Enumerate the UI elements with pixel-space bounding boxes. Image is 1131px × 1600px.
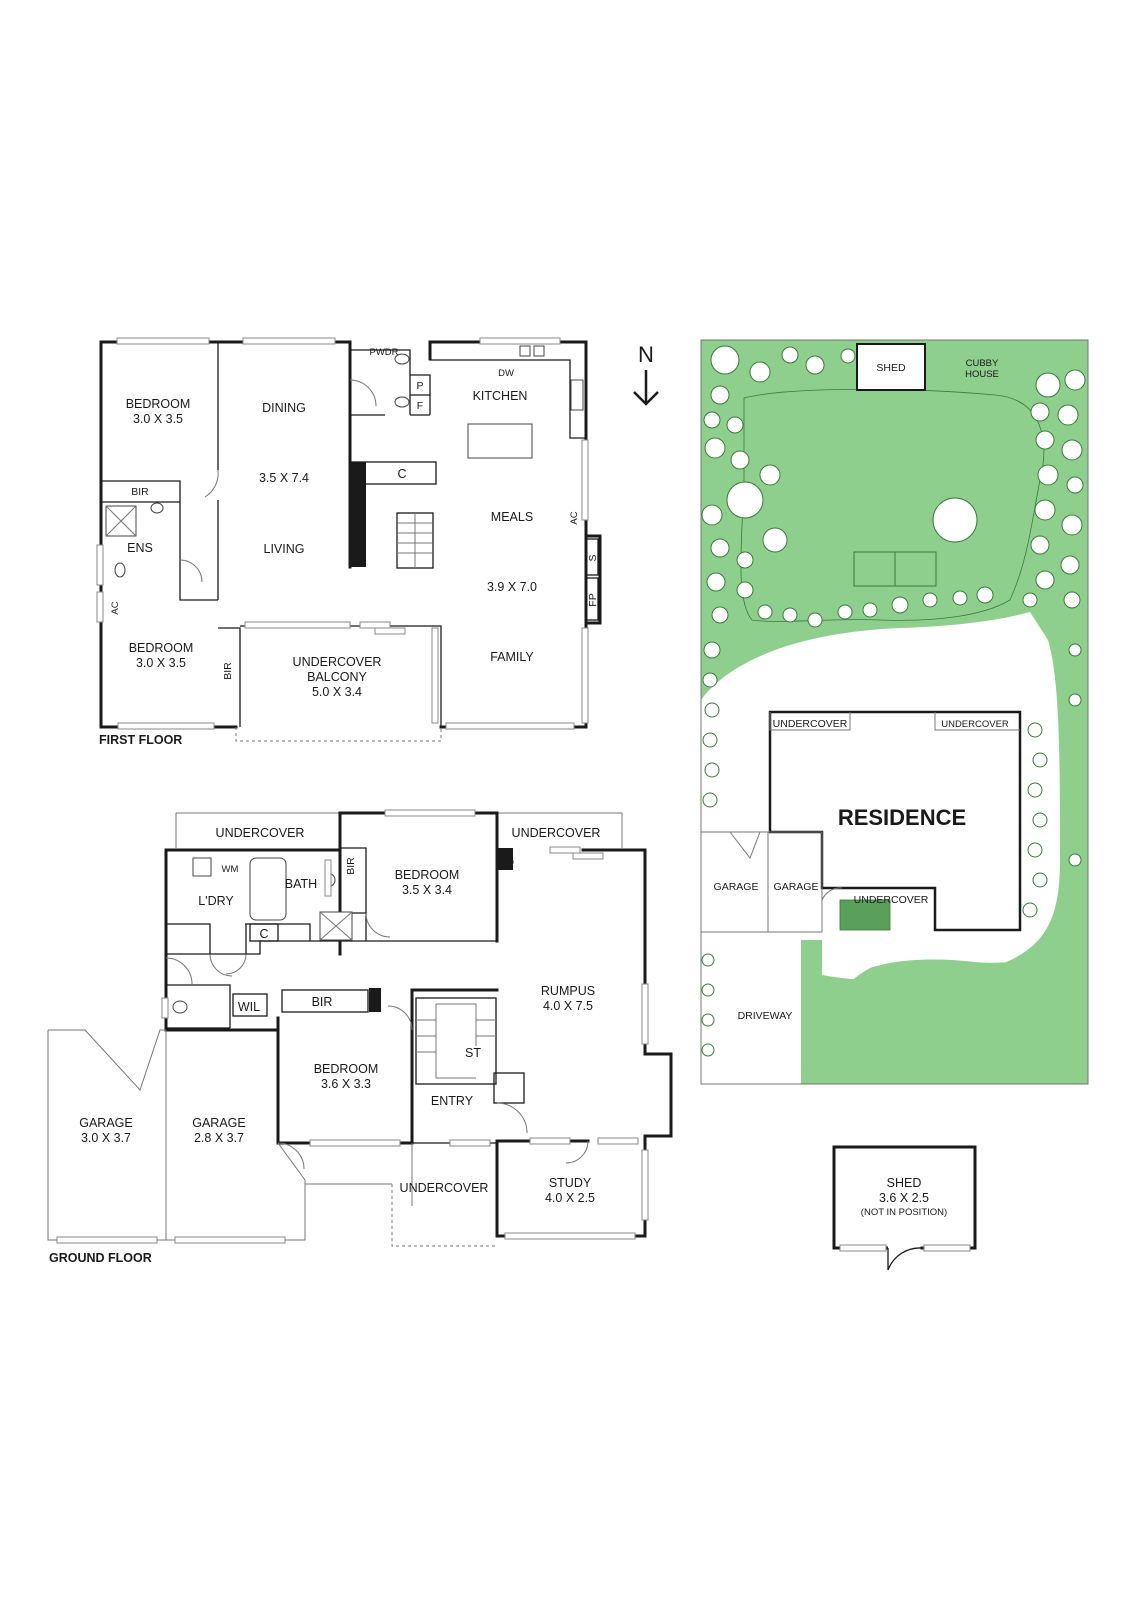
ff-bir1-label: BIR — [131, 486, 149, 498]
ff-living-size: 3.5 X 7.4 — [259, 471, 309, 485]
ff-bedroom2-label: BEDROOM — [129, 641, 194, 655]
ff-pwdr-label: PWDR — [369, 347, 398, 358]
gf-rumpus-label: RUMPUS — [541, 984, 595, 998]
gf-bir1-label: BIR — [345, 857, 357, 875]
site-driveway-label: DRIVEWAY — [738, 1010, 793, 1022]
ff-balcony-line1: UNDERCOVER — [293, 655, 382, 669]
site-cubby-line2: HOUSE — [965, 369, 999, 380]
ff-ac2-label: AC — [569, 511, 580, 524]
ff-dining-label: DINING — [262, 401, 306, 415]
site-garage-right: GARAGE — [774, 881, 819, 893]
gf-study-label: STUDY — [549, 1176, 592, 1190]
gf-c-label: C — [259, 927, 268, 941]
site-labels: SHED CUBBY HOUSE UNDERCOVER UNDERCOVER R… — [714, 358, 1009, 1022]
gf-garage2-label: GARAGE — [192, 1116, 246, 1130]
gf-garage2-size: 2.8 X 3.7 — [194, 1131, 244, 1145]
gf-bedroom2-label: BEDROOM — [314, 1062, 379, 1076]
site-cubby-line1: CUBBY — [966, 358, 999, 369]
ff-title: FIRST FLOOR — [99, 733, 182, 747]
ff-c-label: C — [397, 467, 406, 481]
ff-ens-label: ENS — [127, 541, 153, 555]
site-plan — [700, 339, 1089, 1085]
ff-living-label: LIVING — [264, 542, 305, 556]
first-floor-plan — [96, 337, 602, 742]
ff-fp-label: FP — [587, 593, 599, 606]
ff-family-label: FAMILY — [490, 650, 534, 664]
ff-meals-label: MEALS — [491, 510, 533, 524]
site-garage-left: GARAGE — [714, 881, 759, 893]
shed-detail-note: (NOT IN POSITION) — [861, 1207, 947, 1218]
compass-arrowhead-icon — [633, 391, 659, 406]
gf-undercover3-label: UNDERCOVER — [400, 1181, 489, 1195]
trees — [701, 345, 1086, 1057]
gf-ldry-label: L'DRY — [198, 894, 234, 908]
gf-bedroom1-size: 3.5 X 3.4 — [402, 883, 452, 897]
ff-balcony-size: 5.0 X 3.4 — [312, 685, 362, 699]
ff-bedroom1-size: 3.0 X 3.5 — [133, 412, 183, 426]
gf-title: GROUND FLOOR — [49, 1251, 152, 1265]
gf-study-size: 4.0 X 2.5 — [545, 1191, 595, 1205]
north-compass: N — [633, 342, 659, 406]
gf-bedroom1-label: BEDROOM — [395, 868, 460, 882]
gf-undercover1-label: UNDERCOVER — [216, 826, 305, 840]
gf-wil-label: WIL — [238, 1000, 260, 1014]
compass-label: N — [638, 342, 654, 367]
ff-family-size: 3.9 X 7.0 — [487, 580, 537, 594]
ff-p-label: P — [416, 380, 423, 392]
ff-balcony-line2: BALCONY — [307, 670, 367, 684]
ff-bedroom2-size: 3.0 X 3.5 — [136, 656, 186, 670]
ff-bir2-label: BIR — [222, 662, 234, 680]
site-undercover-bottom: UNDERCOVER — [854, 894, 929, 906]
ground-floor-plan — [47, 809, 673, 1247]
gf-bedroom2-size: 3.6 X 3.3 — [321, 1077, 371, 1091]
gf-st-label: ST — [465, 1046, 481, 1060]
site-undercover-right: UNDERCOVER — [941, 719, 1009, 730]
gf-bath-label: BATH — [285, 877, 317, 891]
first-floor-labels: BEDROOM 3.0 X 3.5 DINING 3.5 X 7.4 LIVIN… — [99, 347, 599, 747]
ff-bedroom1-label: BEDROOM — [126, 397, 191, 411]
gf-garage1-label: GARAGE — [79, 1116, 133, 1130]
ff-kitchen-label: KITCHEN — [473, 389, 528, 403]
gf-bir2-label: BIR — [312, 995, 333, 1009]
ff-dw-label: DW — [498, 368, 514, 379]
gf-undercover2-label: UNDERCOVER — [512, 826, 601, 840]
site-shed-label: SHED — [876, 362, 906, 374]
shed-detail-size: 3.6 X 2.5 — [879, 1191, 929, 1205]
shed-detail-name: SHED — [887, 1176, 922, 1190]
gf-garage1-size: 3.0 X 3.7 — [81, 1131, 131, 1145]
ground-floor-labels: UNDERCOVER UNDERCOVER WM L'DRY BATH BIR … — [49, 826, 600, 1265]
ff-ac1-label: AC — [110, 601, 121, 614]
site-undercover-left: UNDERCOVER — [773, 718, 848, 730]
shed-detail: SHED 3.6 X 2.5 (NOT IN POSITION) — [832, 1145, 977, 1271]
ff-f-label: F — [417, 400, 423, 412]
gf-rumpus-size: 4.0 X 7.5 — [543, 999, 593, 1013]
ff-s-label: S — [587, 554, 599, 561]
site-residence-label: RESIDENCE — [838, 805, 966, 830]
gf-wm-label: WM — [222, 864, 239, 875]
gf-entry-label: ENTRY — [431, 1094, 474, 1108]
